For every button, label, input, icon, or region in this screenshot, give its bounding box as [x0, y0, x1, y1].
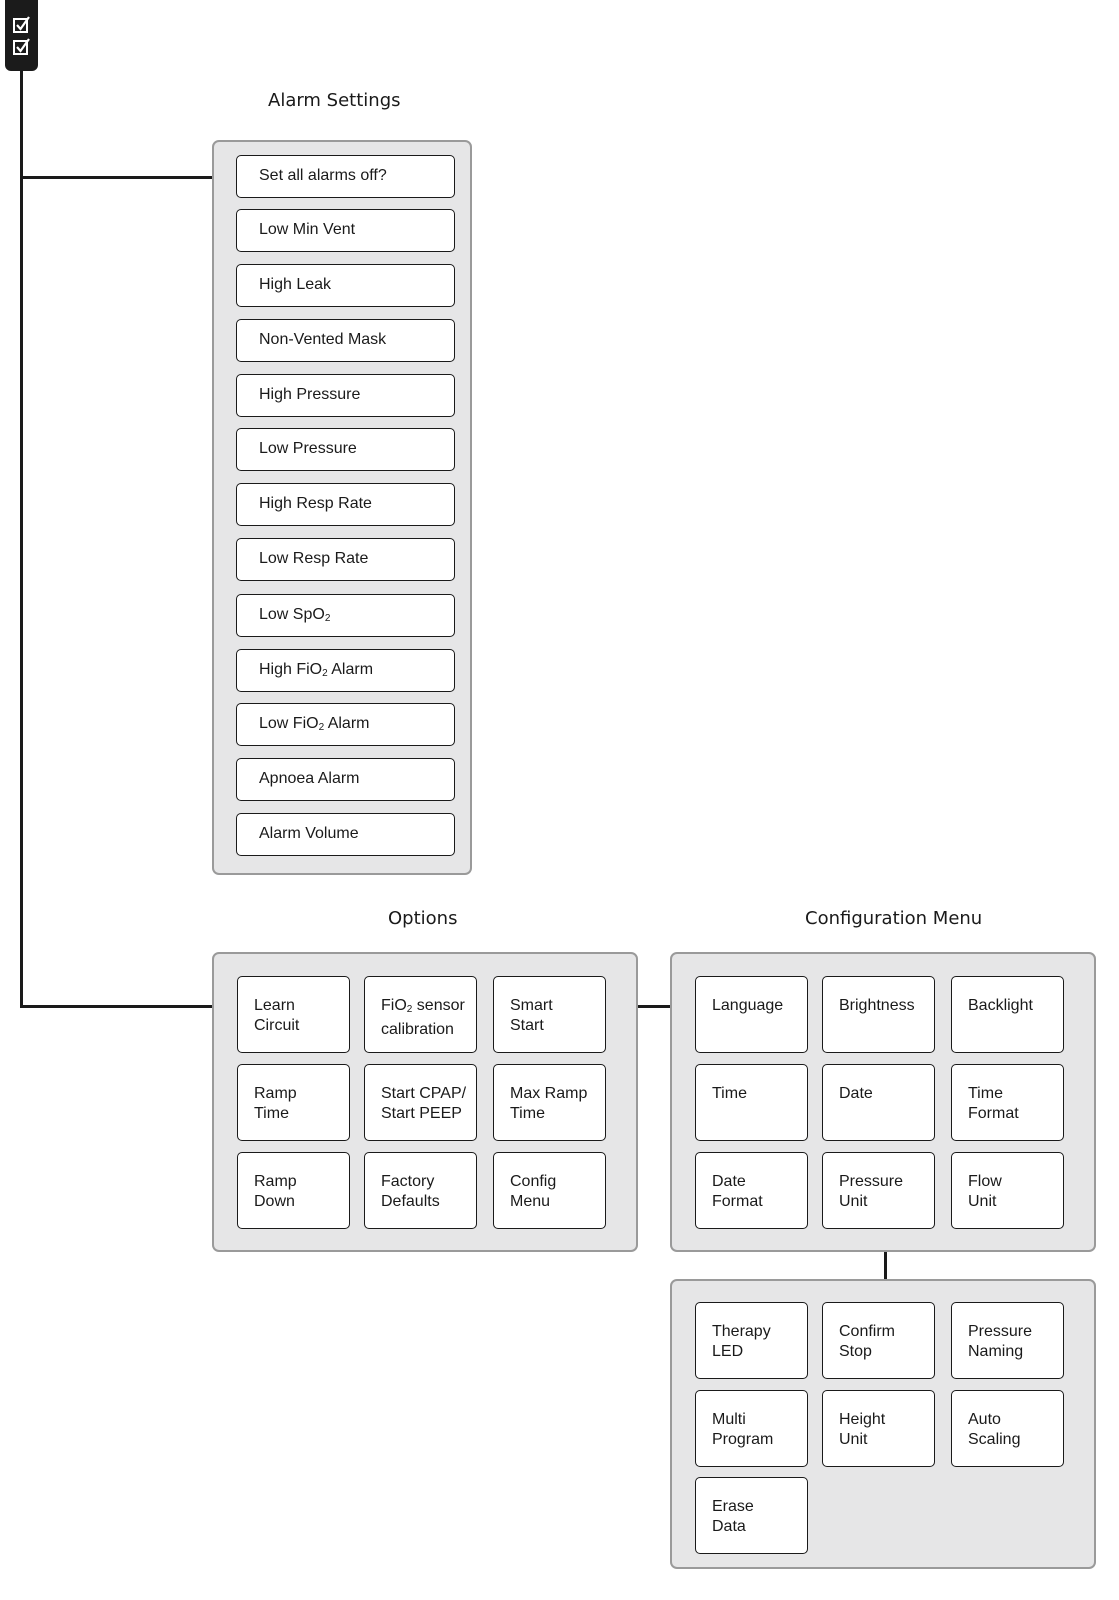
config-pressure-unit[interactable]: Pressure Unit	[822, 1152, 935, 1229]
config-therapy-led[interactable]: Therapy LED	[695, 1302, 808, 1379]
alarm-low-min-vent[interactable]: Low Min Vent	[236, 209, 455, 252]
option-ramp-time[interactable]: Ramp Time	[237, 1064, 350, 1141]
alarm-high-leak[interactable]: High Leak	[236, 264, 455, 307]
option-smart-start[interactable]: Smart Start	[493, 976, 606, 1053]
configuration-menu-panel: Language Brightness Backlight Time Date …	[670, 952, 1096, 1252]
option-ramp-down[interactable]: Ramp Down	[237, 1152, 350, 1229]
alarm-low-resp-rate[interactable]: Low Resp Rate	[236, 538, 455, 581]
config-backlight[interactable]: Backlight	[951, 976, 1064, 1053]
option-max-ramp-time[interactable]: Max Ramp Time	[493, 1064, 606, 1141]
config-time-format[interactable]: Time Format	[951, 1064, 1064, 1141]
label-text: High FiO	[259, 661, 323, 678]
config-height-unit[interactable]: Height Unit	[822, 1390, 935, 1467]
alarm-apnoea[interactable]: Apnoea Alarm	[236, 758, 455, 801]
alarm-non-vented-mask[interactable]: Non-Vented Mask	[236, 319, 455, 362]
subscript-2: 2	[318, 722, 325, 733]
settings-checklist-icon[interactable]	[5, 0, 38, 71]
alarm-high-resp-rate[interactable]: High Resp Rate	[236, 483, 455, 526]
checkbox-checked-icon	[12, 37, 30, 55]
alarm-high-fio2[interactable]: High FiO2 Alarm	[236, 649, 455, 692]
alarm-high-pressure[interactable]: High Pressure	[236, 374, 455, 417]
alarm-branch-line	[20, 176, 214, 179]
configuration-menu-more-panel: Therapy LED Confirm Stop Pressure Naming…	[670, 1279, 1096, 1569]
subscript-2: 2	[322, 668, 328, 679]
options-branch-line	[20, 1005, 214, 1008]
alarm-settings-title: Alarm Settings	[268, 90, 401, 111]
config-language[interactable]: Language	[695, 976, 808, 1053]
alarm-volume[interactable]: Alarm Volume	[236, 813, 455, 856]
checkbox-checked-icon	[12, 15, 30, 33]
option-learn-circuit[interactable]: Learn Circuit	[237, 976, 350, 1053]
alarm-low-fio2[interactable]: Low FiO2 Alarm	[236, 703, 455, 746]
option-fio2-sensor-calibration[interactable]: FiO2 sensor calibration	[364, 976, 477, 1053]
subscript-2: 2	[324, 613, 331, 624]
config-brightness[interactable]: Brightness	[822, 976, 935, 1053]
option-config-menu[interactable]: Config Menu	[493, 1152, 606, 1229]
config-erase-data[interactable]: Erase Data	[695, 1477, 808, 1554]
config-time[interactable]: Time	[695, 1064, 808, 1141]
tree-trunk-line	[20, 70, 23, 1008]
alarm-low-spo2[interactable]: Low SpO2	[236, 594, 455, 637]
configuration-menu-title: Configuration Menu	[805, 908, 983, 929]
label-text: Alarm	[324, 715, 370, 732]
options-title: Options	[388, 908, 458, 929]
label-text: Alarm	[327, 661, 374, 678]
alarm-settings-panel: Set all alarms off? Low Min Vent High Le…	[212, 140, 472, 875]
label-text: Low SpO	[259, 606, 325, 623]
config-pressure-naming[interactable]: Pressure Naming	[951, 1302, 1064, 1379]
config-date-format[interactable]: Date Format	[695, 1152, 808, 1229]
label-text: sensor calibration	[381, 997, 465, 1038]
config-multi-program[interactable]: Multi Program	[695, 1390, 808, 1467]
config-flow-unit[interactable]: Flow Unit	[951, 1152, 1064, 1229]
config-date[interactable]: Date	[822, 1064, 935, 1141]
alarm-set-all-off[interactable]: Set all alarms off?	[236, 155, 455, 198]
option-factory-defaults[interactable]: Factory Defaults	[364, 1152, 477, 1229]
config-auto-scaling[interactable]: Auto Scaling	[951, 1390, 1064, 1467]
option-start-cpap-peep[interactable]: Start CPAP/ Start PEEP	[364, 1064, 477, 1141]
subscript-2: 2	[406, 1004, 413, 1015]
options-config-connector	[638, 1005, 672, 1008]
config-continuation-connector	[884, 1250, 887, 1280]
alarm-low-pressure[interactable]: Low Pressure	[236, 428, 455, 471]
label-text: FiO	[381, 997, 407, 1014]
options-panel: Learn Circuit FiO2 sensor calibration Sm…	[212, 952, 638, 1252]
label-text: Low FiO	[259, 715, 319, 732]
config-confirm-stop[interactable]: Confirm Stop	[822, 1302, 935, 1379]
